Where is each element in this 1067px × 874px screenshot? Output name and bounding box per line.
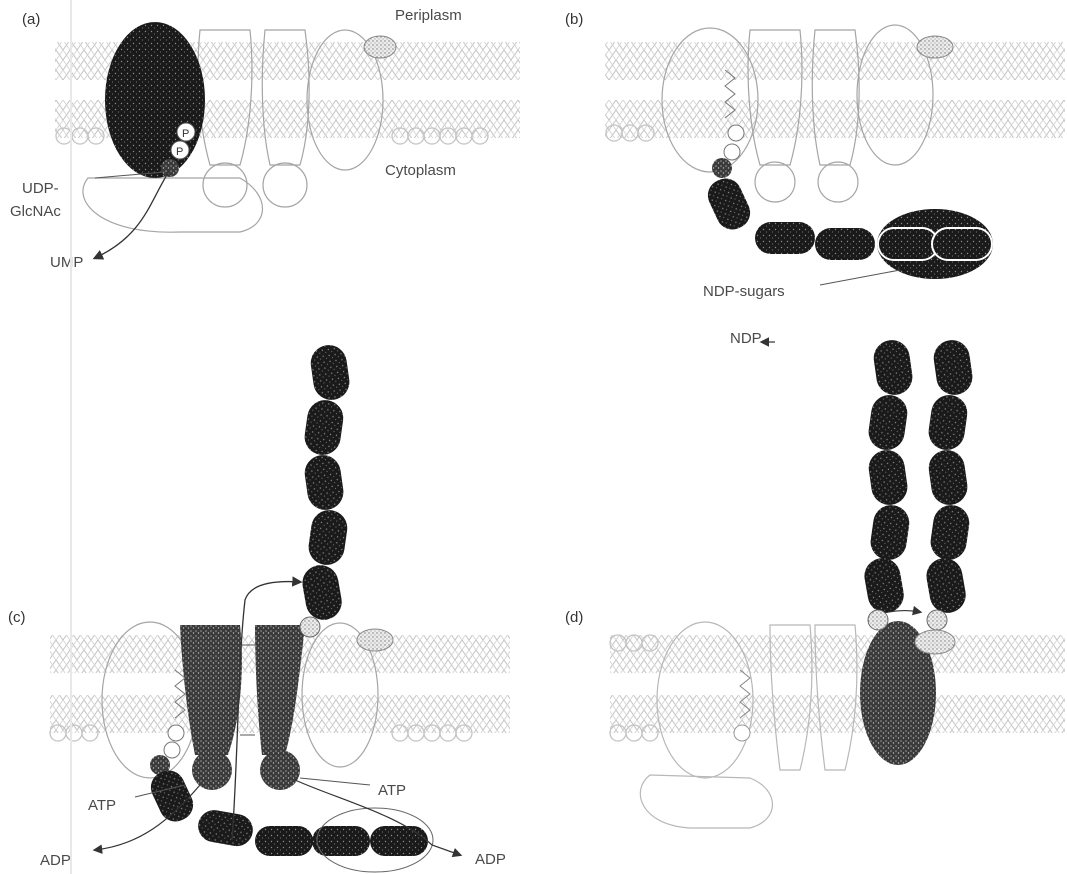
panel-b-label: (b) [565, 11, 583, 28]
nbd-right [260, 750, 300, 790]
panel-c: (c) ATP ATP ADP ADP [8, 343, 510, 872]
glycosyltransferase-a [105, 22, 205, 178]
cytoplasm-label: Cytoplasm [385, 162, 456, 179]
adp-right-label: ADP [475, 851, 506, 868]
udp-glcnac-label: UDP- [22, 180, 59, 197]
udp-glcnac-label-line2: GlcNAc [10, 203, 61, 220]
panel-b: (b) NDP-sugars NDP [565, 11, 1065, 347]
atp-left-label: ATP [88, 797, 116, 814]
panel-c-label: (c) [8, 609, 26, 626]
ump-label: UMP [50, 254, 83, 271]
atp-right-label: ATP [378, 782, 406, 799]
membrane-b [605, 42, 1065, 141]
ndp-sugar-complex [877, 209, 993, 279]
panel-d-label: (d) [565, 609, 583, 626]
glycan-chain-b [703, 173, 875, 260]
adp-left-label: ADP [40, 852, 71, 869]
panel-a: P P (a) Periplasm Cytoplasm UDP- GlcNAc … [10, 7, 520, 271]
svg-text:P: P [176, 146, 183, 158]
primer-sugar-b [712, 158, 732, 178]
ligation-arrow [888, 611, 920, 613]
panel-a-label: (a) [22, 11, 40, 28]
glycan-chain-d-left [862, 338, 915, 616]
periplasm-particle-c [357, 629, 393, 651]
glycan-chain-c-exported [300, 343, 352, 623]
periplasm-particle-d [915, 630, 955, 654]
periplasm-label: Periplasm [395, 7, 462, 24]
svg-text:P: P [182, 128, 189, 140]
periplasm-particle-a [364, 36, 396, 58]
panel-d: (d) [565, 338, 1065, 828]
membrane-d [610, 635, 1065, 741]
periplasm-particle-b [917, 36, 953, 58]
glycan-chain-d-right [924, 338, 975, 616]
ndp-sugars-label: NDP-sugars [703, 283, 785, 300]
ndp-label: NDP [730, 330, 762, 347]
nbd-left [192, 750, 232, 790]
ump-arrow [95, 170, 170, 258]
